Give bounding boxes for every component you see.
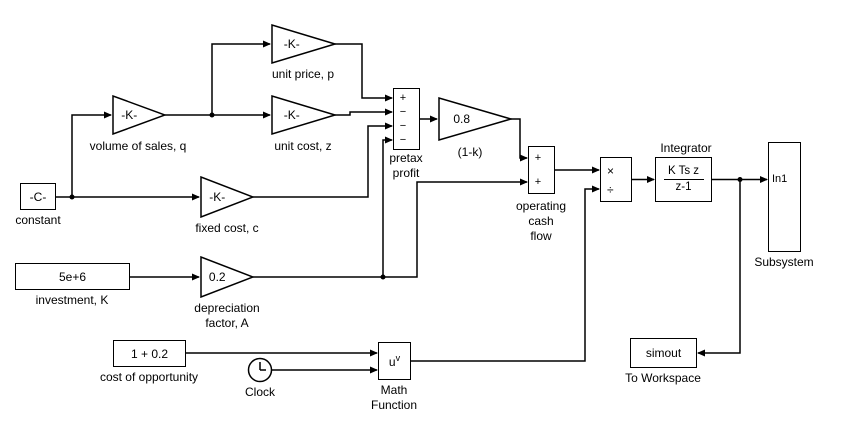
to-workspace-label: To Workspace — [625, 371, 701, 385]
sum-sign: + — [399, 92, 407, 104]
arrow-icon — [370, 349, 378, 357]
wire-fixed-cost-to-sum[interactable] — [253, 125, 392, 198]
arrow-icon — [647, 176, 655, 183]
constant-label: constant — [15, 213, 61, 227]
pretax-profit-label: pretax profit — [389, 151, 423, 180]
constant-value: -C- — [29, 189, 47, 204]
junction-dot — [380, 274, 386, 280]
wire-branch-to-workspace[interactable] — [698, 179, 741, 354]
depreciation-label: depreciation factor, A — [194, 301, 260, 330]
multiply-sign: × — [607, 164, 615, 178]
gain-triangle-icon — [271, 24, 336, 64]
to-workspace-block[interactable]: simout — [630, 338, 697, 368]
arrow-icon — [192, 273, 200, 281]
pretax-profit-sum-block[interactable]: + − − − — [393, 88, 420, 150]
math-function-expression: uv — [388, 353, 401, 369]
clock-block[interactable] — [247, 357, 273, 383]
arrow-icon — [192, 193, 200, 201]
integrator-numerator: K Ts z — [667, 164, 700, 177]
arrow-icon — [592, 185, 600, 193]
wire-constant-to-volume-gain[interactable] — [56, 114, 111, 198]
to-workspace-variable: simout — [645, 346, 682, 360]
investment-block[interactable]: 5e+6 — [15, 263, 130, 290]
wire-depreciation-to-ocf[interactable] — [253, 181, 527, 278]
divide-sign: ÷ — [607, 183, 614, 197]
arrow-icon — [385, 136, 393, 144]
investment-label: investment, K — [35, 293, 109, 307]
sum-sign: + — [534, 152, 542, 164]
subsystem-in1-port-label: In1 — [772, 173, 788, 185]
gain-value: 0.8 — [453, 112, 471, 126]
cost-of-opportunity-value: 1 + 0.2 — [130, 346, 169, 361]
arrow-icon — [385, 122, 393, 130]
clock-icon — [247, 357, 273, 383]
subsystem-label: Subsystem — [754, 255, 814, 269]
cost-of-opportunity-label: cost of opportunity — [99, 370, 199, 384]
gain-value: -K- — [283, 108, 300, 122]
junction-dot — [209, 112, 215, 118]
math-function-label: Math Function — [370, 383, 418, 412]
gain-triangle-icon — [200, 176, 254, 218]
subsystem-block[interactable]: In1 — [768, 142, 801, 252]
arrow-icon — [520, 178, 528, 186]
unit-cost-label: unit cost, z — [274, 139, 332, 153]
arrow-icon — [370, 366, 378, 374]
one-minus-k-gain[interactable]: 0.8 — [438, 97, 512, 141]
divide-block[interactable]: × ÷ — [600, 157, 632, 202]
arrow-icon — [760, 176, 768, 183]
unit-price-label: unit price, p — [271, 67, 335, 81]
gain-value: -K- — [209, 190, 226, 204]
junction-dot — [737, 177, 743, 182]
fixed-cost-label: fixed cost, c — [195, 221, 259, 235]
junction-dots — [69, 112, 743, 280]
gain-value: -K- — [283, 37, 300, 51]
sum-sign: − — [399, 134, 407, 146]
sum-sign: − — [399, 120, 407, 132]
wire-unit-price-to-sum[interactable] — [335, 43, 392, 99]
transfer-function: K Ts z z-1 — [663, 164, 704, 195]
gain-triangle-icon — [271, 95, 336, 135]
one-minus-k-label: (1-k) — [457, 145, 483, 159]
gain-value: 0.2 — [208, 270, 226, 284]
arrowheads — [104, 40, 768, 374]
math-function-block[interactable]: uv — [378, 342, 411, 380]
integrator-label: Integrator — [660, 141, 712, 155]
arrow-icon — [697, 349, 705, 357]
clock-label: Clock — [244, 385, 275, 399]
gain-triangle-icon — [438, 97, 512, 141]
operating-cash-flow-label: operating cash flow — [515, 199, 567, 243]
cost-of-opportunity-block[interactable]: 1 + 0.2 — [113, 340, 186, 367]
gain-triangle-icon — [112, 95, 166, 135]
sum-sign: + — [534, 176, 542, 188]
arrow-icon — [385, 108, 393, 116]
integrator-denominator: z-1 — [675, 181, 692, 194]
gain-value: -K- — [121, 108, 138, 122]
depreciation-gain[interactable]: 0.2 — [200, 256, 254, 298]
operating-cash-flow-sum-block[interactable]: + + — [528, 146, 555, 194]
constant-block[interactable]: -C- — [20, 183, 56, 210]
unit-cost-gain[interactable]: -K- — [271, 95, 336, 135]
wire-oneminusk-to-ocf[interactable] — [511, 118, 527, 159]
arrow-icon — [520, 154, 528, 162]
sum-sign: − — [399, 106, 407, 118]
volume-of-sales-label: volume of sales, q — [89, 139, 187, 153]
arrow-icon — [592, 166, 600, 174]
integrator-block[interactable]: K Ts z z-1 — [655, 157, 712, 202]
volume-of-sales-gain[interactable]: -K- — [112, 95, 166, 135]
gain-triangle-icon — [200, 256, 254, 298]
junction-dot — [69, 194, 75, 200]
arrow-icon — [104, 111, 112, 119]
investment-value: 5e+6 — [58, 269, 87, 284]
arrow-icon — [430, 115, 438, 123]
wire-unit-cost-to-sum[interactable] — [335, 111, 392, 116]
unit-price-gain[interactable]: -K- — [271, 24, 336, 64]
fraction-bar-icon — [663, 178, 704, 181]
fixed-cost-gain[interactable]: -K- — [200, 176, 254, 218]
arrow-icon — [263, 40, 271, 48]
arrow-icon — [385, 94, 393, 102]
wire-volume-to-unit-price[interactable] — [165, 43, 270, 116]
arrow-icon — [263, 111, 271, 119]
